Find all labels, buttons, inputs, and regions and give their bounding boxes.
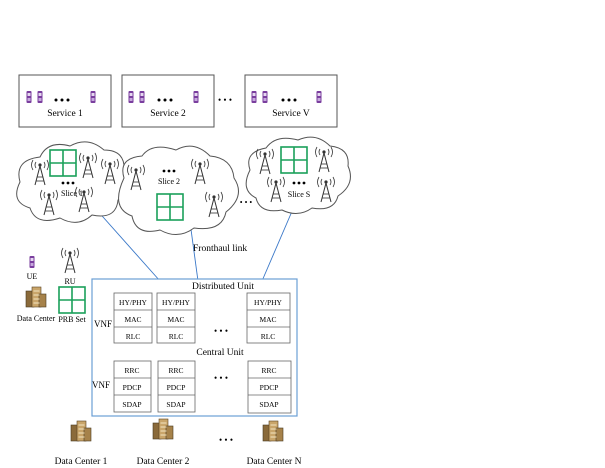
ue-icon — [29, 256, 35, 268]
data-center-1: Data Center 1 — [55, 420, 108, 467]
legend-ru-label: RU — [64, 277, 75, 286]
prb-set-icon — [58, 286, 86, 314]
data-center-label: Data Center 1 — [55, 457, 108, 467]
service-box-v: Service V — [244, 74, 338, 128]
slices-ellipsis: • • • — [240, 198, 253, 207]
du-vnf-label: VNF — [94, 319, 112, 329]
cu-vnf-stack: RRC PDCP SDAP — [113, 360, 152, 413]
legend: UE RU Data Center PRB Set — [17, 247, 86, 324]
legend-ue-label: UE — [27, 272, 38, 281]
data-center-icon — [262, 420, 284, 442]
cu-vnf-stack: RRC PDCP SDAP — [157, 360, 196, 413]
ue-icon — [251, 91, 257, 103]
ue-icon — [37, 91, 43, 103]
ue-icon — [26, 91, 32, 103]
du-layer-rlc: RLC — [261, 332, 276, 341]
ue-icon — [128, 91, 134, 103]
du-layer-mac: MAC — [259, 315, 276, 324]
cu-layer-sdap: SDAP — [166, 400, 185, 409]
du-layer-phy: HY/PHY — [162, 298, 191, 307]
du-layer-rlc: RLC — [126, 332, 141, 341]
data-center-icon — [70, 420, 92, 442]
du-ellipsis: • • • — [214, 326, 228, 336]
du-layer-phy: HY/PHY — [119, 298, 148, 307]
slice-label: Slice 1 — [61, 189, 83, 198]
central-unit-title: Central Unit — [196, 348, 244, 358]
data-center-label: Data Center 2 — [137, 457, 190, 467]
ue-icon — [193, 91, 199, 103]
slice-cloud-1: Slice 1 — [16, 141, 129, 223]
legend-prb-label: PRB Set — [58, 315, 86, 324]
du-vnf-stack: HY/PHY MAC RLC — [156, 292, 196, 344]
du-layer-mac: MAC — [167, 315, 184, 324]
ue-icon — [262, 91, 268, 103]
cu-vnf-stack: RRC PDCP SDAP — [247, 360, 292, 414]
cu-layer-pdcp: PDCP — [260, 383, 279, 392]
du-vnf-stack: HY/PHY MAC RLC — [113, 292, 153, 344]
data-center-icon — [152, 418, 174, 440]
data-center-label: Data Center N — [247, 457, 302, 467]
ue-icon — [90, 91, 96, 103]
service-box-1: Service 1 — [18, 74, 112, 128]
slice-cloud-s: Slice S — [245, 136, 351, 214]
slice-label: Slice S — [288, 190, 310, 199]
fronthaul-links — [94, 201, 297, 282]
cu-layer-rrc: RRC — [168, 366, 183, 375]
du-layer-mac: MAC — [124, 315, 141, 324]
unit-panel: Distributed Unit VNF HY/PHY MAC RLC HY/P… — [91, 278, 298, 417]
cu-vnf-label: VNF — [92, 380, 110, 390]
data-center-n: Data Center N — [247, 420, 302, 467]
service-label: Service 2 — [150, 109, 186, 119]
cu-layer-pdcp: PDCP — [167, 383, 186, 392]
data-centers-ellipsis: • • • — [219, 435, 233, 445]
cu-layer-rrc: RRC — [261, 366, 276, 375]
cu-layer-sdap: SDAP — [122, 400, 141, 409]
services-ellipsis: • • • — [218, 95, 232, 105]
cu-layer-pdcp: PDCP — [123, 383, 142, 392]
service-box-2: Service 2 — [121, 74, 215, 128]
cu-ellipsis: • • • — [214, 373, 228, 383]
du-layer-rlc: RLC — [169, 332, 184, 341]
ue-icon — [316, 91, 322, 103]
service-label: Service V — [272, 109, 310, 119]
cu-layer-sdap: SDAP — [259, 400, 278, 409]
ue-icon — [139, 91, 145, 103]
slice-label: Slice 2 — [158, 177, 180, 186]
slice-cloud-2: Slice 2 — [118, 145, 239, 235]
fronthaul-label: Fronthaul link — [193, 244, 247, 254]
legend-data-center-label: Data Center — [17, 314, 56, 323]
service-label: Service 1 — [47, 109, 83, 119]
data-center-icon — [25, 286, 47, 308]
du-vnf-stack: HY/PHY MAC RLC — [246, 292, 291, 344]
distributed-unit-title: Distributed Unit — [192, 282, 254, 292]
du-layer-phy: HY/PHY — [254, 298, 283, 307]
data-center-2: Data Center 2 — [137, 418, 190, 467]
ru-antenna-icon — [61, 247, 79, 274]
cu-layer-rrc: RRC — [124, 366, 139, 375]
